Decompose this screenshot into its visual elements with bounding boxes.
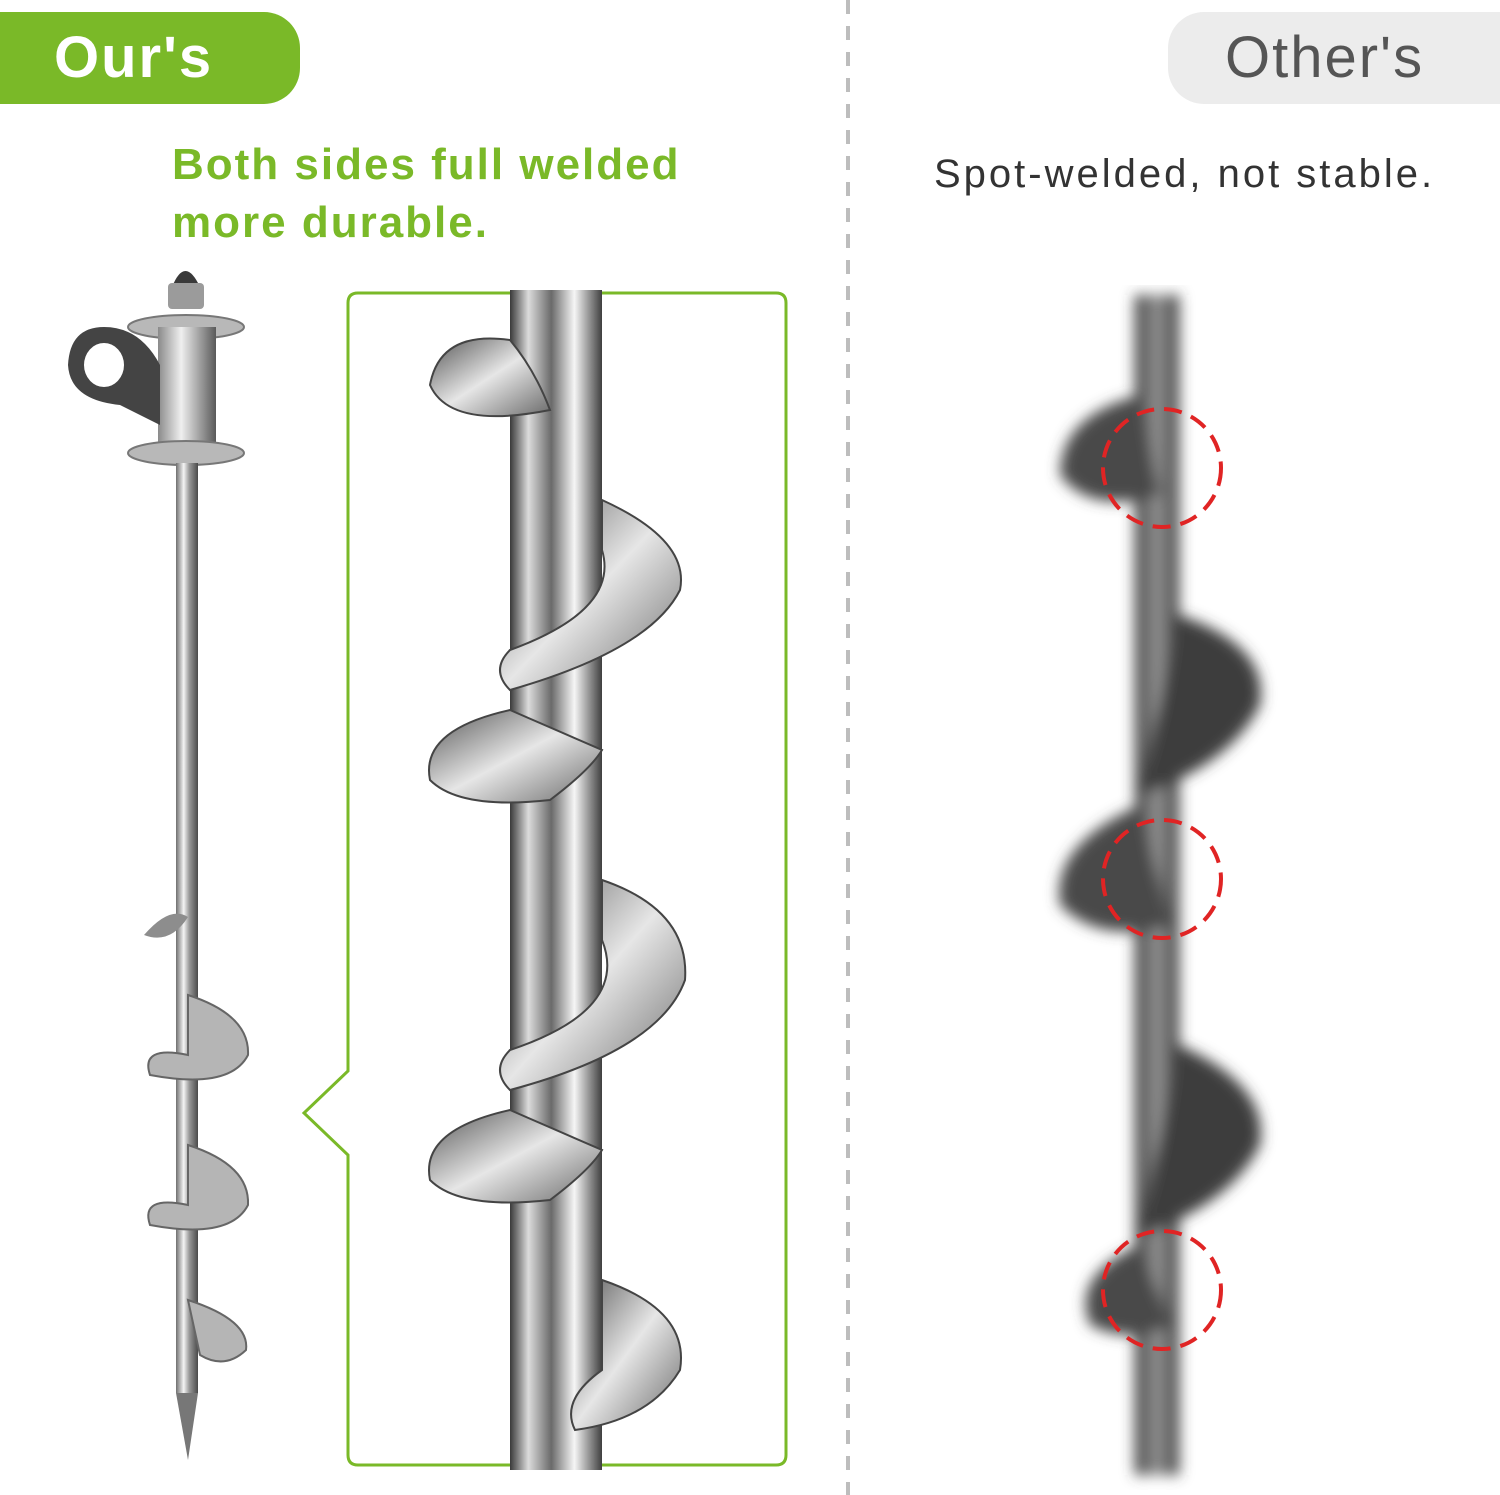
ours-caption-line-1: Both sides full welded xyxy=(172,140,681,189)
weld-marker-3 xyxy=(1101,1229,1223,1351)
ours-caption-line-2: more durable. xyxy=(172,198,489,247)
ours-tab xyxy=(0,12,300,104)
welded-helix-closeup-icon xyxy=(428,290,687,1470)
spot-welded-auger-icon xyxy=(1059,295,1261,1475)
others-caption: Spot-welded, not stable. xyxy=(934,152,1436,196)
weld-marker-2 xyxy=(1101,818,1223,940)
ours-tab-label: Our's xyxy=(54,25,214,90)
others-tab xyxy=(1168,12,1500,104)
others-tab-label: Other's xyxy=(1225,25,1425,90)
dashed-divider xyxy=(846,0,850,1495)
ours-caption: Both sides full welded more durable. xyxy=(172,136,792,252)
ground-anchor-auger-icon xyxy=(68,271,250,1460)
weld-marker-1 xyxy=(1101,407,1223,529)
